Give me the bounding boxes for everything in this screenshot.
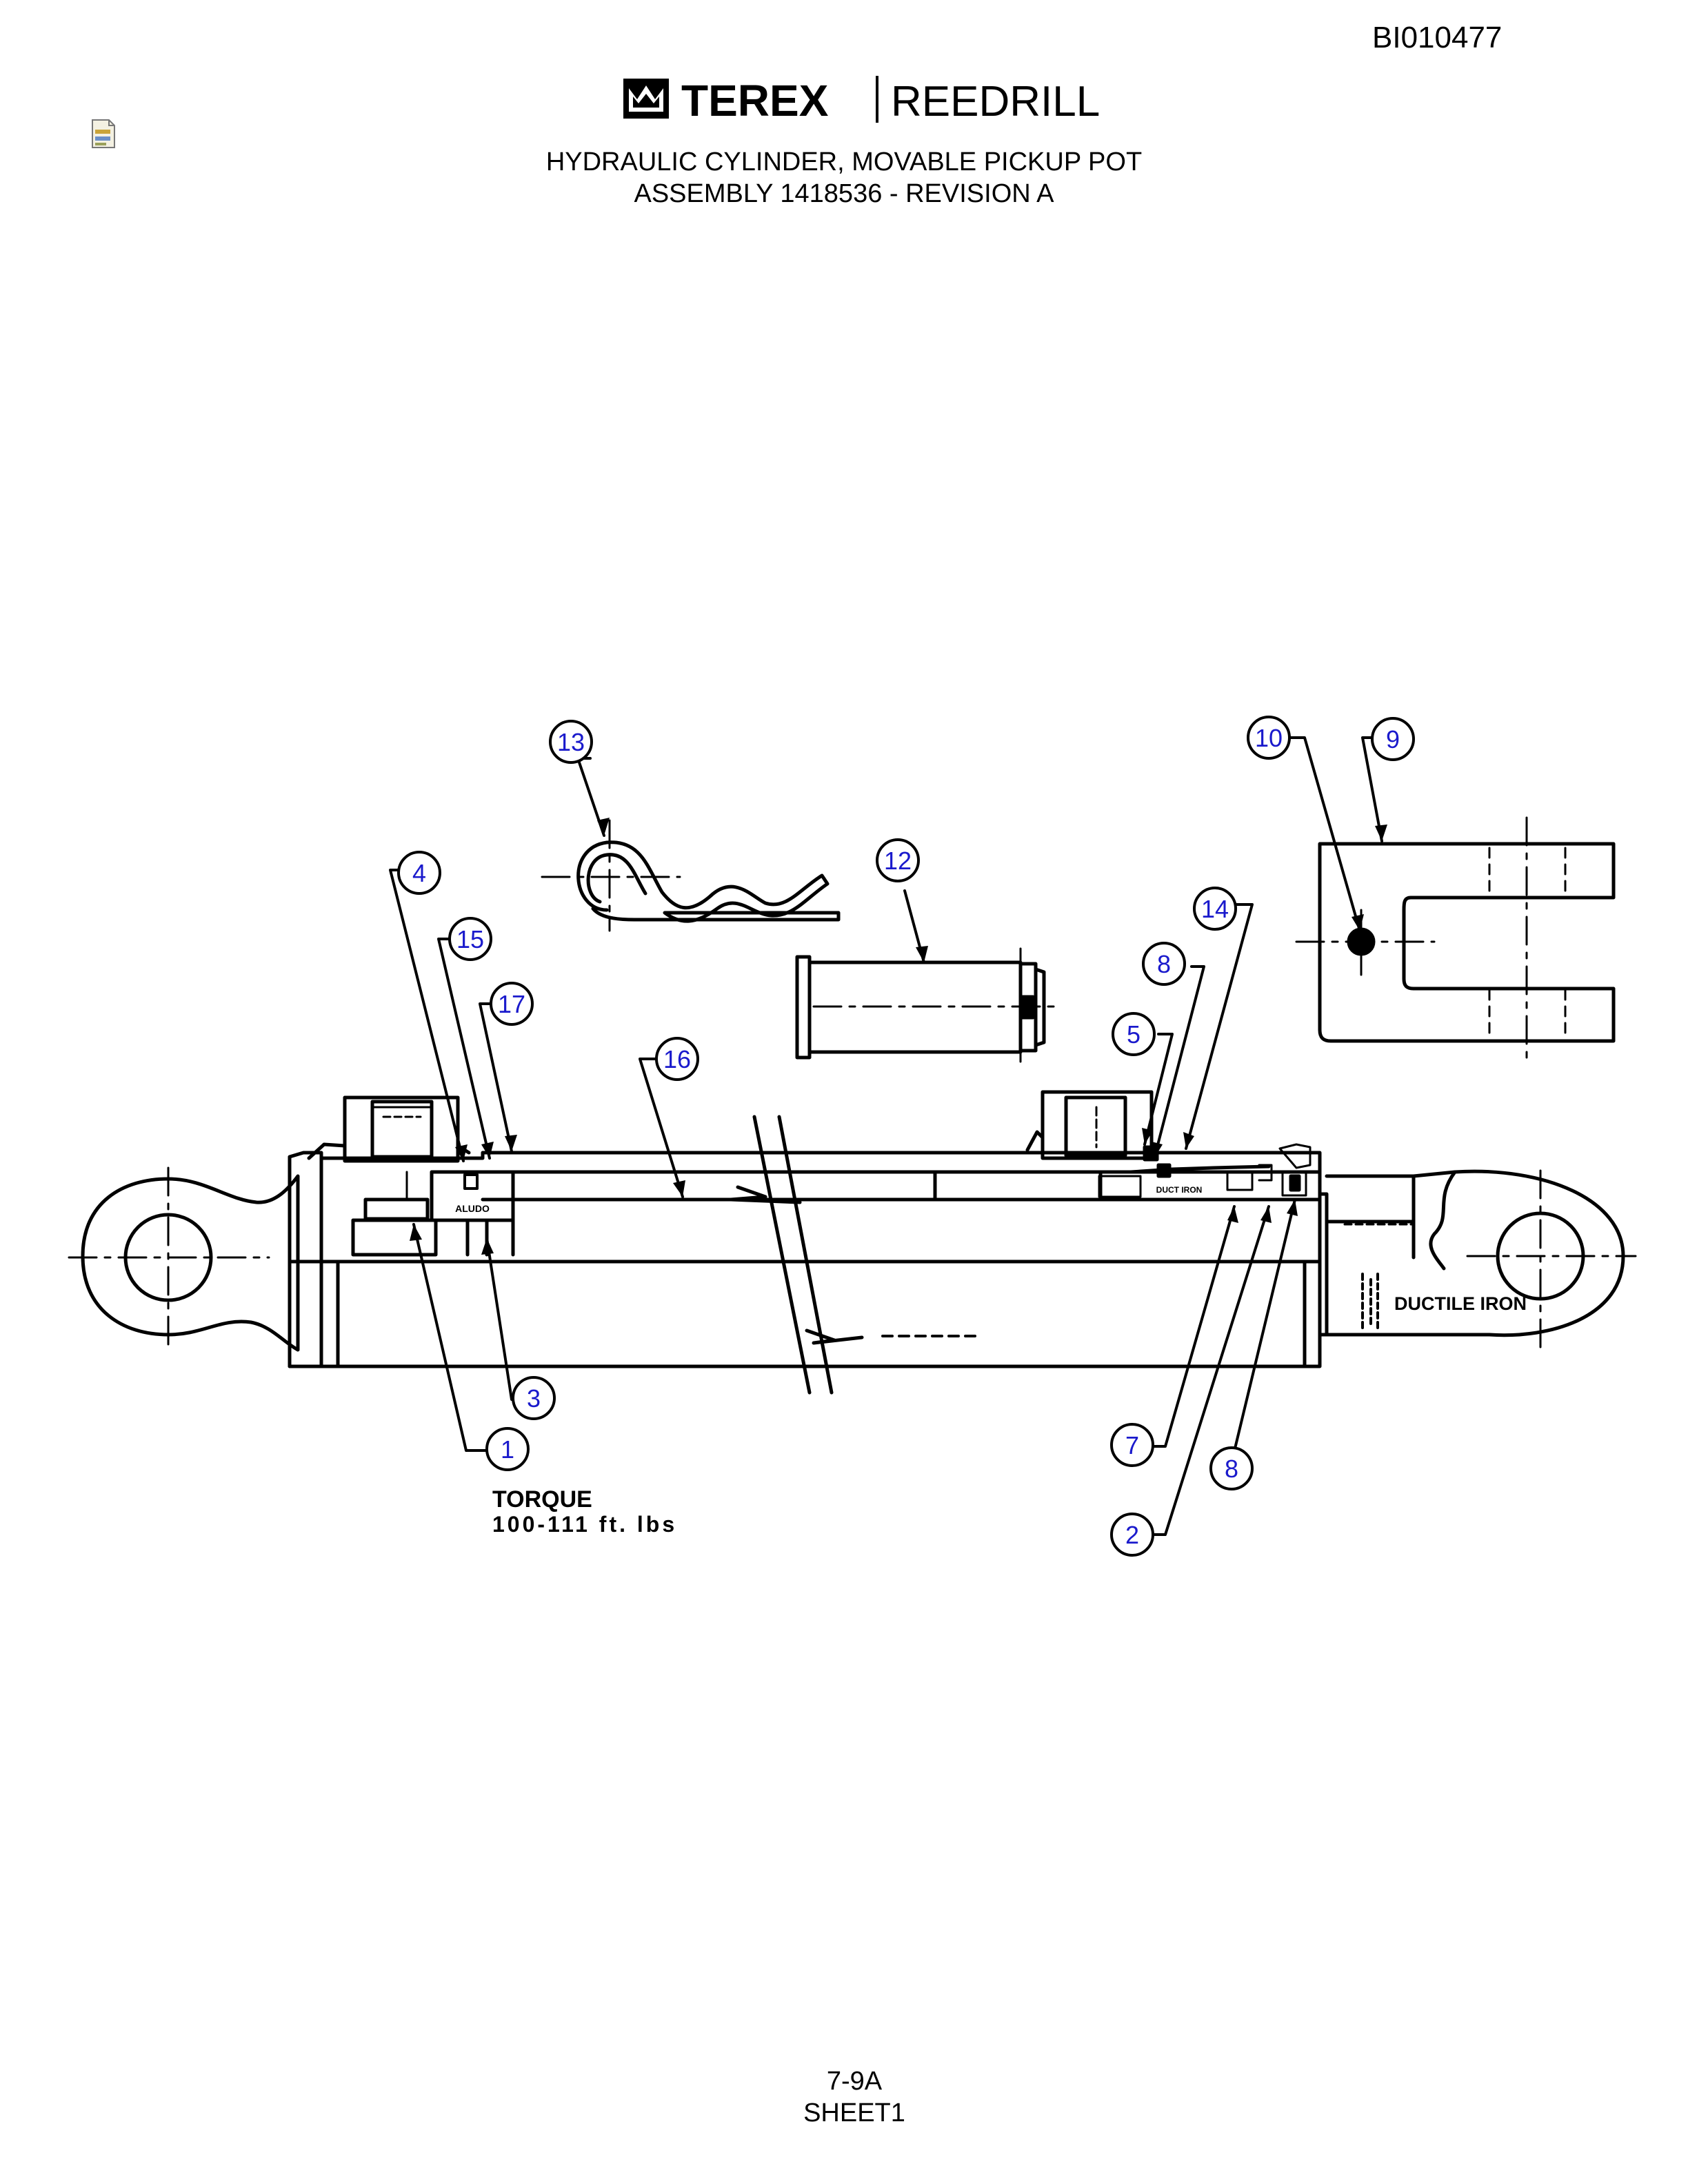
material-label: DUCTILE IRON bbox=[1394, 1293, 1527, 1314]
svg-text:7: 7 bbox=[1125, 1431, 1139, 1459]
svg-text:17: 17 bbox=[498, 990, 525, 1018]
callout-10: 10 bbox=[1247, 716, 1291, 760]
callout-1: 1 bbox=[485, 1427, 530, 1471]
cotter-pin-part bbox=[541, 819, 841, 932]
title-line-1: HYDRAULIC CYLINDER, MOVABLE PICKUP POT bbox=[545, 148, 1143, 176]
svg-text:12: 12 bbox=[884, 847, 912, 875]
torque-title: TORQUE bbox=[492, 1486, 592, 1513]
callout-16: 16 bbox=[655, 1037, 699, 1081]
callout-14: 14 bbox=[1193, 887, 1237, 931]
callout-2: 2 bbox=[1110, 1513, 1154, 1557]
callout-12: 12 bbox=[876, 838, 920, 882]
callout-7: 7 bbox=[1110, 1423, 1154, 1467]
brand-left: TEREX bbox=[681, 76, 829, 125]
callout-4: 4 bbox=[397, 851, 441, 895]
callout-17: 17 bbox=[490, 982, 534, 1026]
torque-value: 100-111 ft. lbs bbox=[492, 1512, 677, 1537]
svg-text:14: 14 bbox=[1201, 895, 1229, 923]
crown-icon bbox=[623, 79, 669, 119]
callout-9: 9 bbox=[1371, 717, 1415, 761]
callout-13: 13 bbox=[549, 720, 593, 764]
left-port-block bbox=[307, 1095, 515, 1257]
arrowheads bbox=[410, 818, 1387, 1255]
svg-text:8: 8 bbox=[1157, 950, 1171, 978]
svg-text:4: 4 bbox=[412, 859, 426, 887]
callout-5: 5 bbox=[1112, 1012, 1156, 1056]
right-port-block bbox=[1025, 1090, 1312, 1198]
title-line-2: ASSEMBLY 1418536 - REVISION A bbox=[634, 179, 1054, 208]
right-rod-clevis bbox=[1318, 1169, 1637, 1353]
terex-reedrill-logo: TEREX REEDRILL bbox=[623, 76, 1100, 125]
svg-text:2: 2 bbox=[1125, 1521, 1139, 1549]
clevis-pin-part bbox=[795, 947, 1063, 1063]
callout-8-lower: 8 bbox=[1209, 1446, 1254, 1490]
clevis-bracket-part bbox=[1295, 816, 1616, 1067]
callout-8-upper: 8 bbox=[1142, 942, 1186, 986]
svg-text:10: 10 bbox=[1255, 724, 1283, 752]
port-mark-label: ALUDO bbox=[455, 1203, 490, 1214]
svg-text:13: 13 bbox=[557, 728, 585, 756]
callout-bubbles: 13 12 10 9 4 15 17 16 14 8 5 3 1 7 8 2 bbox=[397, 716, 1415, 1557]
svg-text:1: 1 bbox=[501, 1435, 514, 1464]
svg-text:16: 16 bbox=[663, 1045, 691, 1073]
break-lines bbox=[729, 1115, 981, 1395]
svg-text:9: 9 bbox=[1386, 725, 1400, 754]
doc-id: BI010477 bbox=[1372, 21, 1503, 54]
svg-text:15: 15 bbox=[456, 925, 484, 953]
document-icon[interactable] bbox=[90, 119, 117, 149]
svg-text:3: 3 bbox=[527, 1384, 541, 1413]
duct-mark-label: DUCT IRON bbox=[1156, 1185, 1203, 1195]
callout-15: 15 bbox=[448, 917, 492, 961]
left-rod-eye bbox=[68, 1166, 300, 1353]
brand-right: REEDRILL bbox=[891, 78, 1100, 125]
footer-sheet: SHEET1 bbox=[803, 2099, 905, 2127]
callout-3: 3 bbox=[512, 1376, 556, 1420]
footer-page-number: 7-9A bbox=[826, 2067, 883, 2096]
svg-text:5: 5 bbox=[1127, 1020, 1141, 1049]
svg-text:8: 8 bbox=[1225, 1455, 1238, 1483]
